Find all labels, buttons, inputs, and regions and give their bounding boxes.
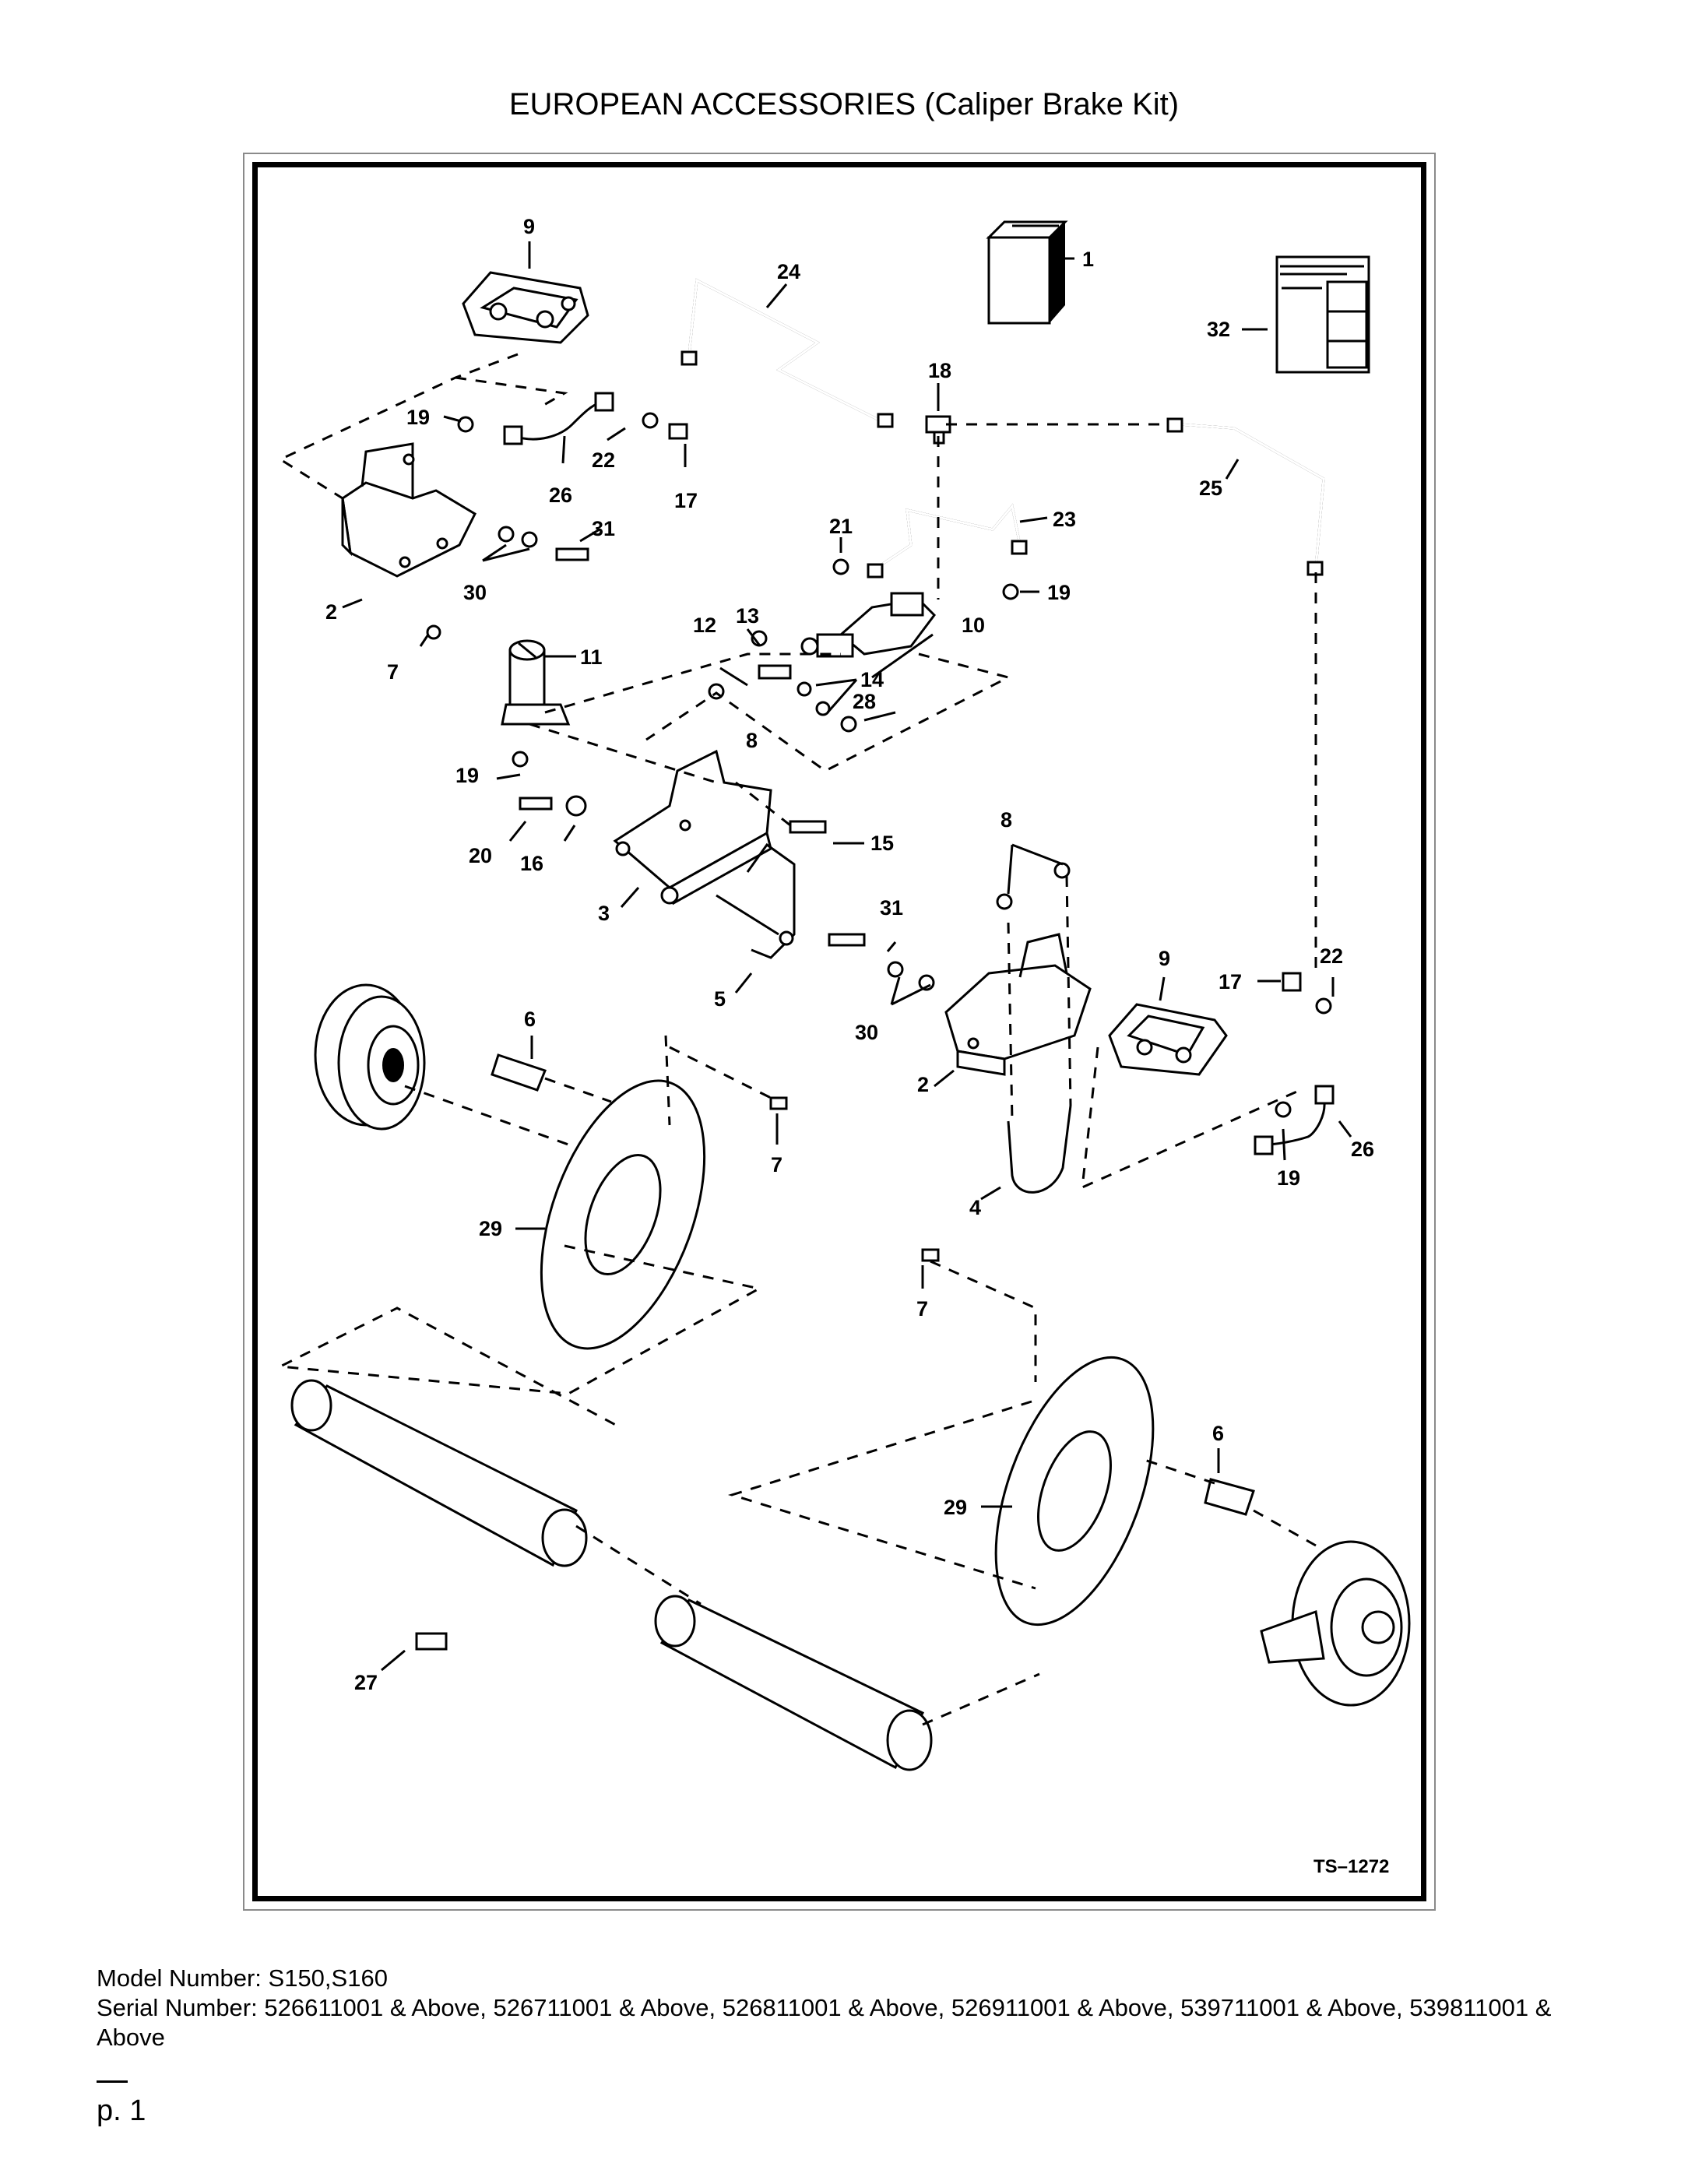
callout-16: 16 <box>520 852 543 875</box>
page-number: p. 1 <box>97 2094 146 2127</box>
part-23-brake-line <box>867 503 1028 579</box>
callout-4: 4 <box>969 1196 981 1219</box>
hub-left <box>314 983 426 1131</box>
part-26-hose-right <box>1254 1085 1335 1155</box>
callout-5: 5 <box>714 987 726 1011</box>
callout-19: 19 <box>1047 581 1071 604</box>
callout-9: 9 <box>1159 947 1170 970</box>
callout-31: 31 <box>880 896 903 920</box>
callout-26: 26 <box>1351 1138 1374 1161</box>
callout-20: 20 <box>469 844 492 867</box>
assembly-dashed-lines <box>276 353 1317 1726</box>
part-29-rotor-left <box>540 1079 706 1350</box>
callout-24: 24 <box>777 260 800 283</box>
part-25-brake-line <box>1166 417 1325 576</box>
callout-29: 29 <box>479 1217 502 1240</box>
part-2-bracket-right <box>944 933 1092 1076</box>
callout-13: 13 <box>736 604 759 628</box>
leader-lines <box>342 241 1352 1672</box>
part-18-tee-fitting <box>925 415 951 445</box>
part-17-fitting-right <box>1282 972 1302 992</box>
part-4-u-bolt <box>1007 1105 1072 1194</box>
part-10-master-cylinder <box>800 592 936 658</box>
callout-8: 8 <box>1000 808 1012 832</box>
part-6-stud-right <box>1204 1478 1255 1516</box>
callout-22: 22 <box>592 448 615 472</box>
part-3-mount-bracket <box>613 749 772 906</box>
callout-18: 18 <box>928 359 951 382</box>
callout-19: 19 <box>455 764 479 787</box>
part-1-manual <box>986 220 1068 325</box>
hardware-small-parts <box>415 412 1332 1651</box>
callout-23: 23 <box>1053 508 1076 531</box>
callout-1: 1 <box>1082 248 1094 271</box>
callout-2: 2 <box>917 1073 929 1096</box>
part-24-brake-line <box>680 278 894 428</box>
part-2-bracket-top <box>341 442 477 578</box>
callout-11: 11 <box>580 645 603 669</box>
callout-17: 17 <box>1219 970 1242 994</box>
callout-32: 32 <box>1207 318 1230 341</box>
callout-7: 7 <box>387 660 399 684</box>
serial-number: Serial Number: 526611001 & Above, 526711… <box>97 1994 1552 2051</box>
callout-31: 31 <box>592 517 615 540</box>
callout-21: 21 <box>829 515 853 538</box>
model-number: Model Number: S150,S160 <box>97 1964 388 1992</box>
callout-17: 17 <box>674 489 698 512</box>
part-32-decal-sheet <box>1275 255 1370 374</box>
part-6-stud-left <box>491 1053 547 1092</box>
part-11-pivot <box>501 639 571 726</box>
page-number-rule <box>97 2080 128 2083</box>
callout-7: 7 <box>771 1153 782 1176</box>
callout-19: 19 <box>1277 1166 1300 1190</box>
callout-12: 12 <box>693 614 716 637</box>
footer: Model Number: S150,S160 Serial Number: 5… <box>97 1964 1607 2052</box>
callout-10: 10 <box>962 614 985 637</box>
part-26-hose-top <box>503 392 614 445</box>
part-29-rotor-right <box>994 1356 1155 1627</box>
drawing-code: TS–1272 <box>1313 1856 1389 1877</box>
callout-27: 27 <box>354 1671 378 1694</box>
part-9-caliper-top <box>462 271 589 344</box>
part-9-caliper-right <box>1108 1003 1228 1076</box>
callout-14: 14 <box>860 668 884 691</box>
drawing-frame <box>252 162 1426 1901</box>
callout-7: 7 <box>916 1297 928 1321</box>
part-5-lever <box>716 842 796 959</box>
page-title: EUROPEAN ACCESSORIES (Caliper Brake Kit) <box>508 87 1180 121</box>
callout-3: 3 <box>598 902 610 925</box>
callout-26: 26 <box>549 484 572 507</box>
callout-8: 8 <box>746 729 758 752</box>
callout-2: 2 <box>325 600 337 624</box>
callout-25: 25 <box>1199 477 1222 500</box>
axle-tube-upper <box>290 1379 588 1567</box>
callout-30: 30 <box>463 581 487 604</box>
callout-22: 22 <box>1320 944 1343 968</box>
callout-9: 9 <box>523 215 535 238</box>
callout-29: 29 <box>944 1496 967 1519</box>
drawing-outer-border <box>243 153 1436 1911</box>
callout-28: 28 <box>853 690 876 713</box>
callout-6: 6 <box>524 1008 536 1031</box>
axle-tube-lower <box>654 1595 933 1771</box>
callout-30: 30 <box>855 1021 878 1044</box>
callout-labels: 1 32 9 24 18 19 22 26 17 25 23 31 21 30 … <box>325 215 1374 1694</box>
part-17-fitting-top <box>668 423 688 440</box>
callout-15: 15 <box>870 832 894 855</box>
callout-6: 6 <box>1212 1422 1224 1445</box>
hub-right <box>1260 1540 1411 1707</box>
callout-19: 19 <box>406 406 430 429</box>
